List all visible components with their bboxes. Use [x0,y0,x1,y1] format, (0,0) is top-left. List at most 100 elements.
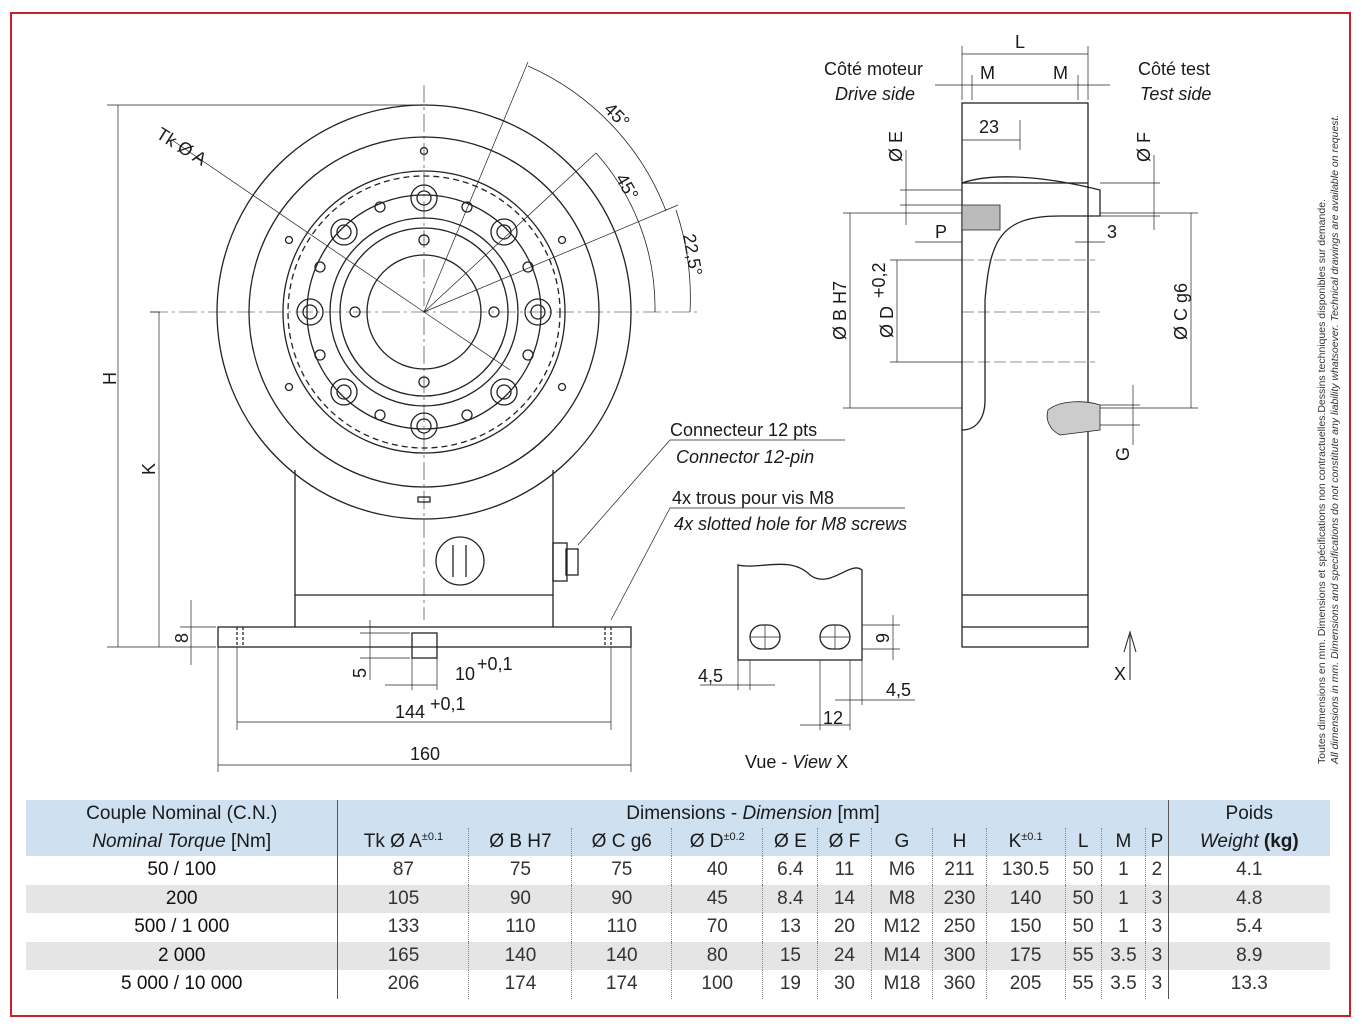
dimension-cell: 130.5 [986,856,1066,885]
dimension-cell: 140 [986,884,1066,913]
dim-f: Ø F [1134,132,1154,162]
dimension-cell: 90 [468,884,573,913]
holes-label-fr: 4x trous pour vis M8 [672,488,834,508]
dim-angle-45-b: 45° [612,170,643,204]
dimension-cell: 55 [1065,941,1102,970]
dim-144-tol: +0,1 [430,694,466,714]
dim-c: Ø C g6 [1171,283,1191,340]
dimension-cell: 24 [817,941,872,970]
column-header: L [1065,828,1102,856]
column-tolerance: ±0.1 [1021,831,1043,843]
dimension-cell: 87 [337,856,470,885]
dimension-cell: 140 [571,941,673,970]
dimension-cell: 20 [817,913,872,942]
dim-8: 8 [172,633,192,643]
dim-p: P [935,222,947,242]
dimension-cell: 175 [986,941,1066,970]
dimension-cell: 70 [671,913,764,942]
weight-cell: 8.9 [1167,941,1330,970]
dimension-cell: 360 [932,970,987,999]
dimension-cell: 105 [337,884,470,913]
dimension-cell: 3.5 [1101,970,1147,999]
dimension-cell: 19 [762,970,819,999]
test-side-en: Test side [1140,84,1211,104]
dim-tk-a: Tk Ø A [153,123,210,169]
dimension-cell: 50 [1065,856,1102,885]
torque-cell: 500 / 1 000 [26,913,339,942]
dim-10-tol: +0,1 [477,654,513,674]
weight-header-en: Weight (kg) [1167,828,1330,856]
dimension-cell: M12 [871,913,934,942]
view-x-marker: X [1114,664,1126,684]
dimension-cell: 206 [337,970,470,999]
dim-144: 144 [395,702,425,722]
dim-m-right: M [1053,63,1068,83]
dimension-cell: 55 [1065,970,1102,999]
dimension-cell: 133 [337,913,470,942]
dimension-cell: 3 [1145,913,1169,942]
disclaimer-fr: Toutes dimensions en mm. Dimensions et s… [1316,199,1328,764]
dimension-cell: 90 [571,884,673,913]
column-header: Tk Ø A±0.1 [337,828,470,856]
weight-cell: 4.8 [1167,884,1330,913]
dimension-cell: 110 [468,913,573,942]
weight-cell: 5.4 [1167,913,1330,942]
column-header: Ø E [762,828,819,856]
column-header: M [1101,828,1147,856]
torque-cell: 2 000 [26,941,339,970]
dim-5: 5 [350,668,370,678]
dim-view-9: 9 [873,633,893,643]
dimension-cell: 50 [1065,884,1102,913]
dimension-cell: 150 [986,913,1066,942]
dimension-cell: M14 [871,941,934,970]
drive-side-en: Drive side [835,84,915,104]
dimension-cell: 75 [468,856,573,885]
dim-e: Ø E [886,131,906,162]
torque-header-fr: Couple Nominal (C.N.) [26,800,339,828]
dimension-cell: 75 [571,856,673,885]
dimension-cell: 8.4 [762,884,819,913]
side-view [843,46,1198,680]
weight-cell: 13.3 [1167,970,1330,999]
dimension-cell: M6 [871,856,934,885]
dim-10: 10 [455,664,475,684]
dim-k: K [139,463,159,475]
torque-cell: 50 / 100 [26,856,339,885]
front-view [107,61,905,772]
dimension-cell: 80 [671,941,764,970]
technical-drawing: Tk Ø A 45° 45° 22,5° H K 8 5 10 +0,1 144… [100,32,1211,772]
drive-side-fr: Côté moteur [824,59,923,79]
dim-d-tol: +0,2 [869,262,889,298]
connector-label-fr: Connecteur 12 pts [670,420,817,440]
column-header: G [871,828,934,856]
dimension-cell: 174 [468,970,573,999]
dim-h: H [100,372,120,385]
test-side-fr: Côté test [1138,59,1210,79]
dim-view-12: 12 [823,708,843,728]
dimension-cell: 45 [671,884,764,913]
dimension-cell: 40 [671,856,764,885]
dimension-cell: 165 [337,941,470,970]
dim-160: 160 [410,744,440,764]
dimension-cell: 3 [1145,941,1169,970]
disclaimer-en: All dimensions in mm. Dimensions and spe… [1329,114,1341,764]
dimension-cell: 174 [571,970,673,999]
column-header: P [1145,828,1169,856]
dimension-cell: 110 [571,913,673,942]
column-header: H [932,828,987,856]
dimension-cell: 1 [1101,913,1147,942]
dimension-cell: 14 [817,884,872,913]
dimension-cell: 230 [932,884,987,913]
dimension-cell: 100 [671,970,764,999]
dimension-cell: 205 [986,970,1066,999]
dim-d: Ø D [877,306,897,338]
torque-cell: 200 [26,884,339,913]
dimension-cell: 3.5 [1101,941,1147,970]
dimension-cell: 300 [932,941,987,970]
torque-header-en: Nominal Torque [Nm] [26,828,339,856]
dim-view-4-5-b: 4,5 [886,680,911,700]
